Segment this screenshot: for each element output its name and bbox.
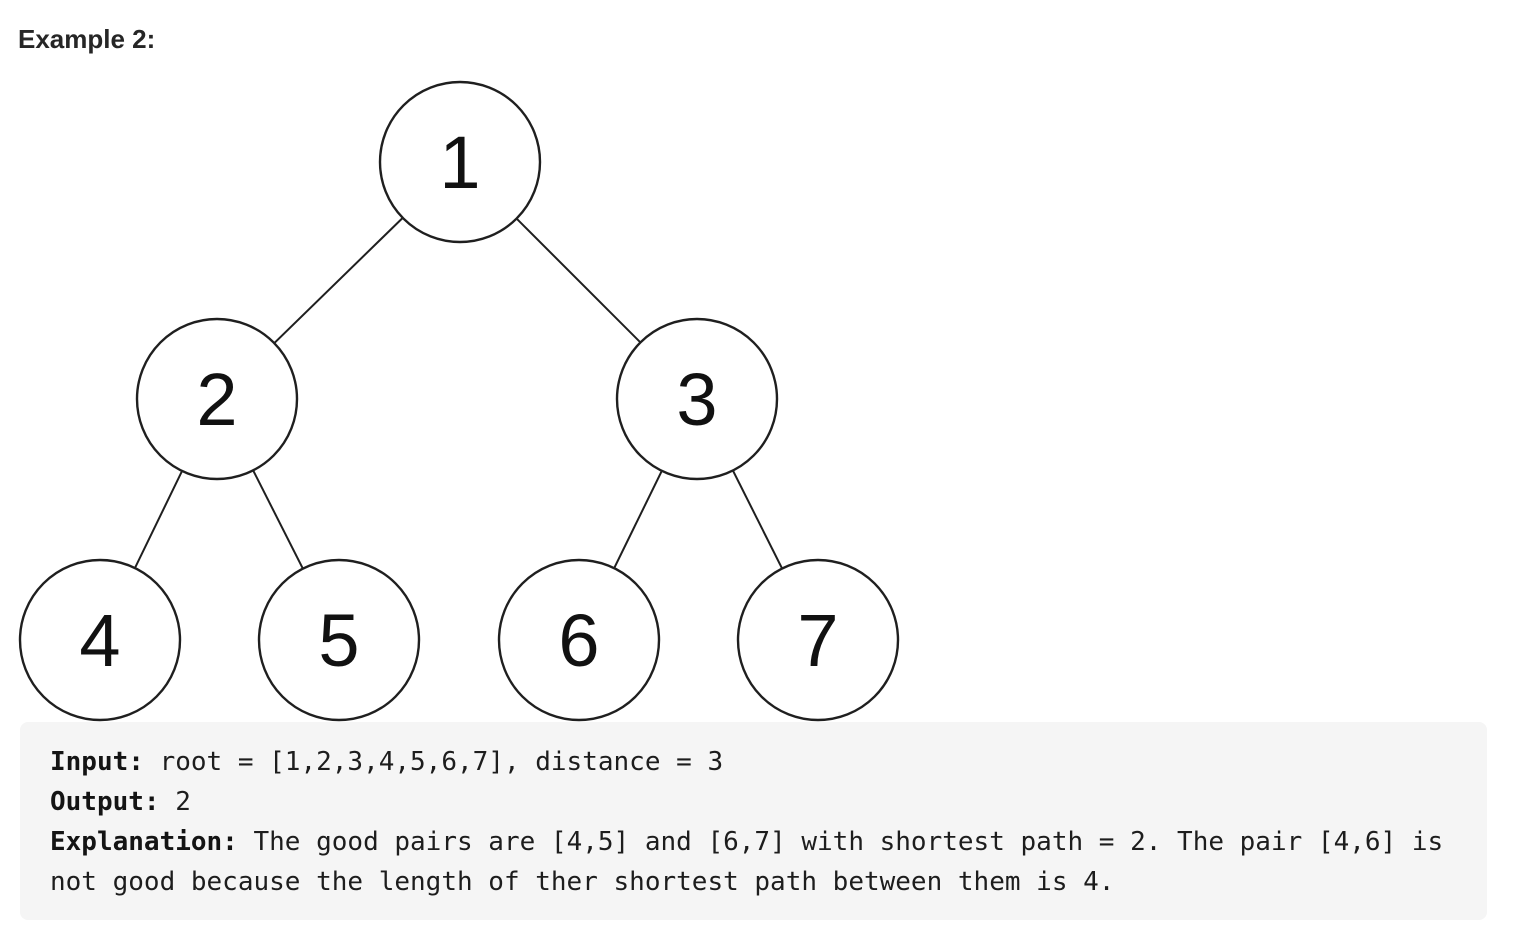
explanation-line: Explanation: The good pairs are [4,5] an… xyxy=(50,822,1457,902)
input-label: Input: xyxy=(50,747,144,777)
tree-node-label: 5 xyxy=(318,599,359,682)
tree-node-label: 2 xyxy=(196,358,237,441)
binary-tree-diagram: 1 2 3 4 5 6 7 xyxy=(18,80,900,722)
tree-node-circle xyxy=(18,558,182,722)
tree-node-label: 6 xyxy=(558,599,599,682)
tree-node-label: 7 xyxy=(797,599,838,682)
example-io-block: Input: root = [1,2,3,4,5,6,7], distance … xyxy=(20,722,1487,920)
tree-node-label: 4 xyxy=(79,599,120,682)
output-label: Output: xyxy=(50,787,160,817)
tree-node-label: 1 xyxy=(439,121,480,204)
explanation-label: Explanation: xyxy=(50,827,238,857)
input-value: root = [1,2,3,4,5,6,7], distance = 3 xyxy=(143,747,724,777)
output-value: 2 xyxy=(159,787,191,817)
tree-node-circle xyxy=(135,317,299,481)
output-line: Output: 2 xyxy=(50,782,1457,822)
example-heading: Example 2: xyxy=(18,24,156,54)
tree-node-circle xyxy=(378,80,542,244)
input-line: Input: root = [1,2,3,4,5,6,7], distance … xyxy=(50,742,1457,782)
tree-node-circle xyxy=(497,558,661,722)
tree-node-circle xyxy=(615,317,779,481)
tree-node-circle xyxy=(736,558,900,722)
explanation-value: The good pairs are [4,5] and [6,7] with … xyxy=(50,827,1459,897)
tree-node-label: 3 xyxy=(676,358,717,441)
tree-node-circle xyxy=(257,558,421,722)
